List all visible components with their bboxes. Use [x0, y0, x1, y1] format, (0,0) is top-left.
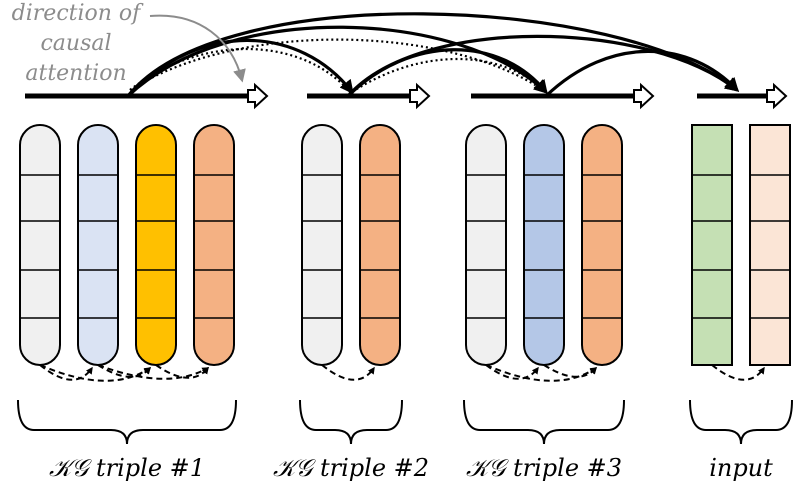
token-column	[465, 124, 507, 366]
sequence-arrow-head	[409, 82, 431, 110]
token-column	[301, 124, 343, 366]
groups-layer: 𝒦𝒢 triple #1 𝒦𝒢 triple #2 𝒦𝒢 triple #3 inpu…	[17, 82, 793, 482]
group-label: input	[709, 454, 773, 482]
local-attention-arc	[321, 364, 375, 381]
group-4: input	[689, 82, 793, 482]
dotted-arc-g2-to-g3	[351, 58, 547, 93]
attention-arcs	[126, 12, 740, 98]
local-attention-arc	[155, 364, 209, 379]
token-column	[581, 124, 623, 366]
local-attention-arc	[39, 364, 93, 381]
group-1: 𝒦𝒢 triple #1	[17, 82, 269, 482]
local-attention-arc	[97, 364, 210, 380]
solid-arc-g2-to-input	[346, 34, 740, 98]
dotted-arc-g1-to-g3	[129, 38, 547, 93]
sequence-arrow-head	[766, 82, 788, 110]
token-column	[749, 124, 791, 366]
local-attention-arc	[543, 364, 597, 378]
group-2: 𝒦𝒢 triple #2	[273, 82, 431, 482]
solid-arc-g1-to-g3	[126, 25, 549, 98]
group-label: 𝒦𝒢 triple #3	[466, 454, 622, 482]
group-3: 𝒦𝒢 triple #3	[463, 82, 655, 482]
dotted-arc-g1-to-g2	[129, 48, 351, 93]
annotation-arrow	[149, 14, 246, 83]
group-label: 𝒦𝒢 triple #1	[49, 454, 205, 482]
annotation-line-3: attention	[25, 61, 126, 86]
sequence-arrow-head	[247, 82, 269, 110]
solid-arc-g1-to-input	[126, 12, 740, 97]
group-brace	[463, 399, 625, 445]
token-column	[77, 124, 119, 366]
group-label: 𝒦𝒢 triple #2	[273, 454, 429, 482]
group-brace	[689, 399, 793, 445]
local-attention-arc	[711, 364, 765, 381]
annotation-line-1: direction of	[12, 1, 145, 26]
token-column	[193, 124, 235, 366]
group-brace	[299, 399, 403, 445]
token-column	[523, 124, 565, 366]
direction-annotation: direction of causal attention	[12, 1, 246, 86]
token-column	[135, 124, 177, 366]
group-brace	[17, 399, 237, 445]
local-attention-arc	[39, 364, 152, 382]
sequence-arrow-head	[633, 82, 655, 110]
annotation-line-2: causal	[40, 31, 111, 56]
token-column	[359, 124, 401, 366]
solid-arc-g3-to-input	[544, 49, 739, 98]
local-attention-arc	[485, 364, 539, 380]
local-attention-arc	[97, 364, 151, 378]
local-attention-arc	[485, 364, 598, 382]
token-column	[691, 124, 733, 366]
token-column	[19, 124, 61, 366]
